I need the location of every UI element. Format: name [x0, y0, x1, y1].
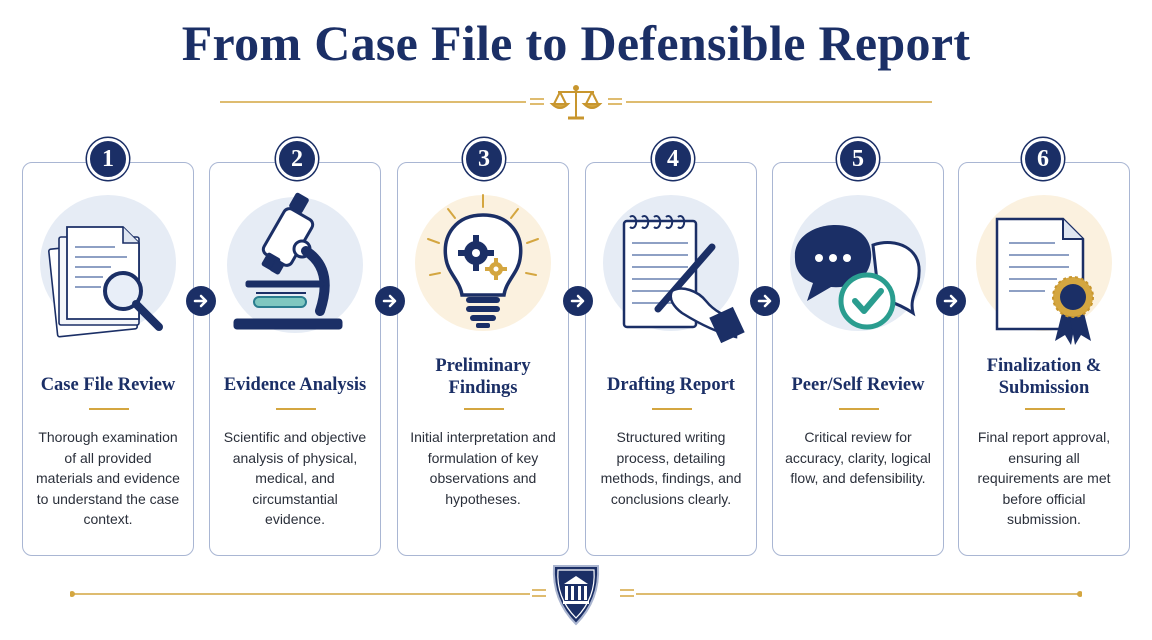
arrow-right-icon — [375, 286, 405, 316]
arrow-right-icon — [750, 286, 780, 316]
step-title: Evidence Analysis — [223, 375, 367, 395]
step-card-6: Finalization & Submission Final report a… — [958, 162, 1130, 556]
arrow-right-icon — [936, 286, 966, 316]
step-card-1: Case File Review Thorough examination of… — [22, 162, 194, 556]
step-number-badge-5: 5 — [837, 138, 879, 180]
arrow-right-icon — [186, 286, 216, 316]
lightbulb-gears-icon — [415, 194, 551, 331]
bottom-divider — [70, 565, 1082, 626]
step-title: Case File Review — [40, 375, 176, 395]
gold-underline — [839, 408, 879, 410]
step-description: Thorough examination of all provided mat… — [36, 429, 180, 527]
step-description: Critical review for accuracy, clarity, l… — [785, 429, 931, 486]
step-card-2: Evidence Analysis Scientific and objecti… — [209, 162, 381, 556]
gold-underline — [89, 408, 129, 410]
microscope-icon — [227, 192, 363, 333]
courthouse-shield-icon — [552, 565, 600, 626]
gold-underline — [276, 408, 316, 410]
step-number-badge-4: 4 — [652, 138, 694, 180]
step-description: Structured writing process, detailing me… — [600, 429, 742, 507]
step-card-5: Peer/Self Review Critical review for acc… — [772, 162, 944, 556]
step-description: Scientific and objective analysis of phy… — [223, 429, 367, 527]
step-number-badge-1: 1 — [87, 138, 129, 180]
step-card-3: Preliminary Findings Initial interpretat… — [397, 162, 569, 556]
step-description: Final report approval, ensuring all requ… — [977, 429, 1111, 527]
step-number-badge-6: 6 — [1022, 138, 1064, 180]
notepad-pen-icon — [603, 195, 745, 344]
speech-bubbles-check-icon — [790, 195, 926, 331]
scales-of-justice-icon — [549, 85, 603, 120]
step-title: Peer/Self Review — [791, 375, 925, 395]
step-description: Initial interpretation and formulation o… — [410, 429, 556, 507]
top-divider — [220, 85, 932, 120]
document-magnifier-icon — [40, 195, 176, 338]
page-title: From Case File to Defensible Report — [181, 15, 971, 71]
step-card-4: Drafting Report Structured writing proce… — [585, 162, 757, 556]
gold-underline — [464, 408, 504, 410]
gold-underline — [1025, 408, 1065, 410]
step-title: Drafting Report — [607, 375, 735, 395]
step-number-badge-2: 2 — [276, 138, 318, 180]
arrow-right-icon — [563, 286, 593, 316]
step-title: Preliminary Findings — [435, 356, 531, 398]
certificate-seal-icon — [976, 195, 1112, 345]
gold-underline — [652, 408, 692, 410]
step-title: Finalization & Submission — [986, 356, 1102, 398]
step-number-badge-3: 3 — [463, 138, 505, 180]
